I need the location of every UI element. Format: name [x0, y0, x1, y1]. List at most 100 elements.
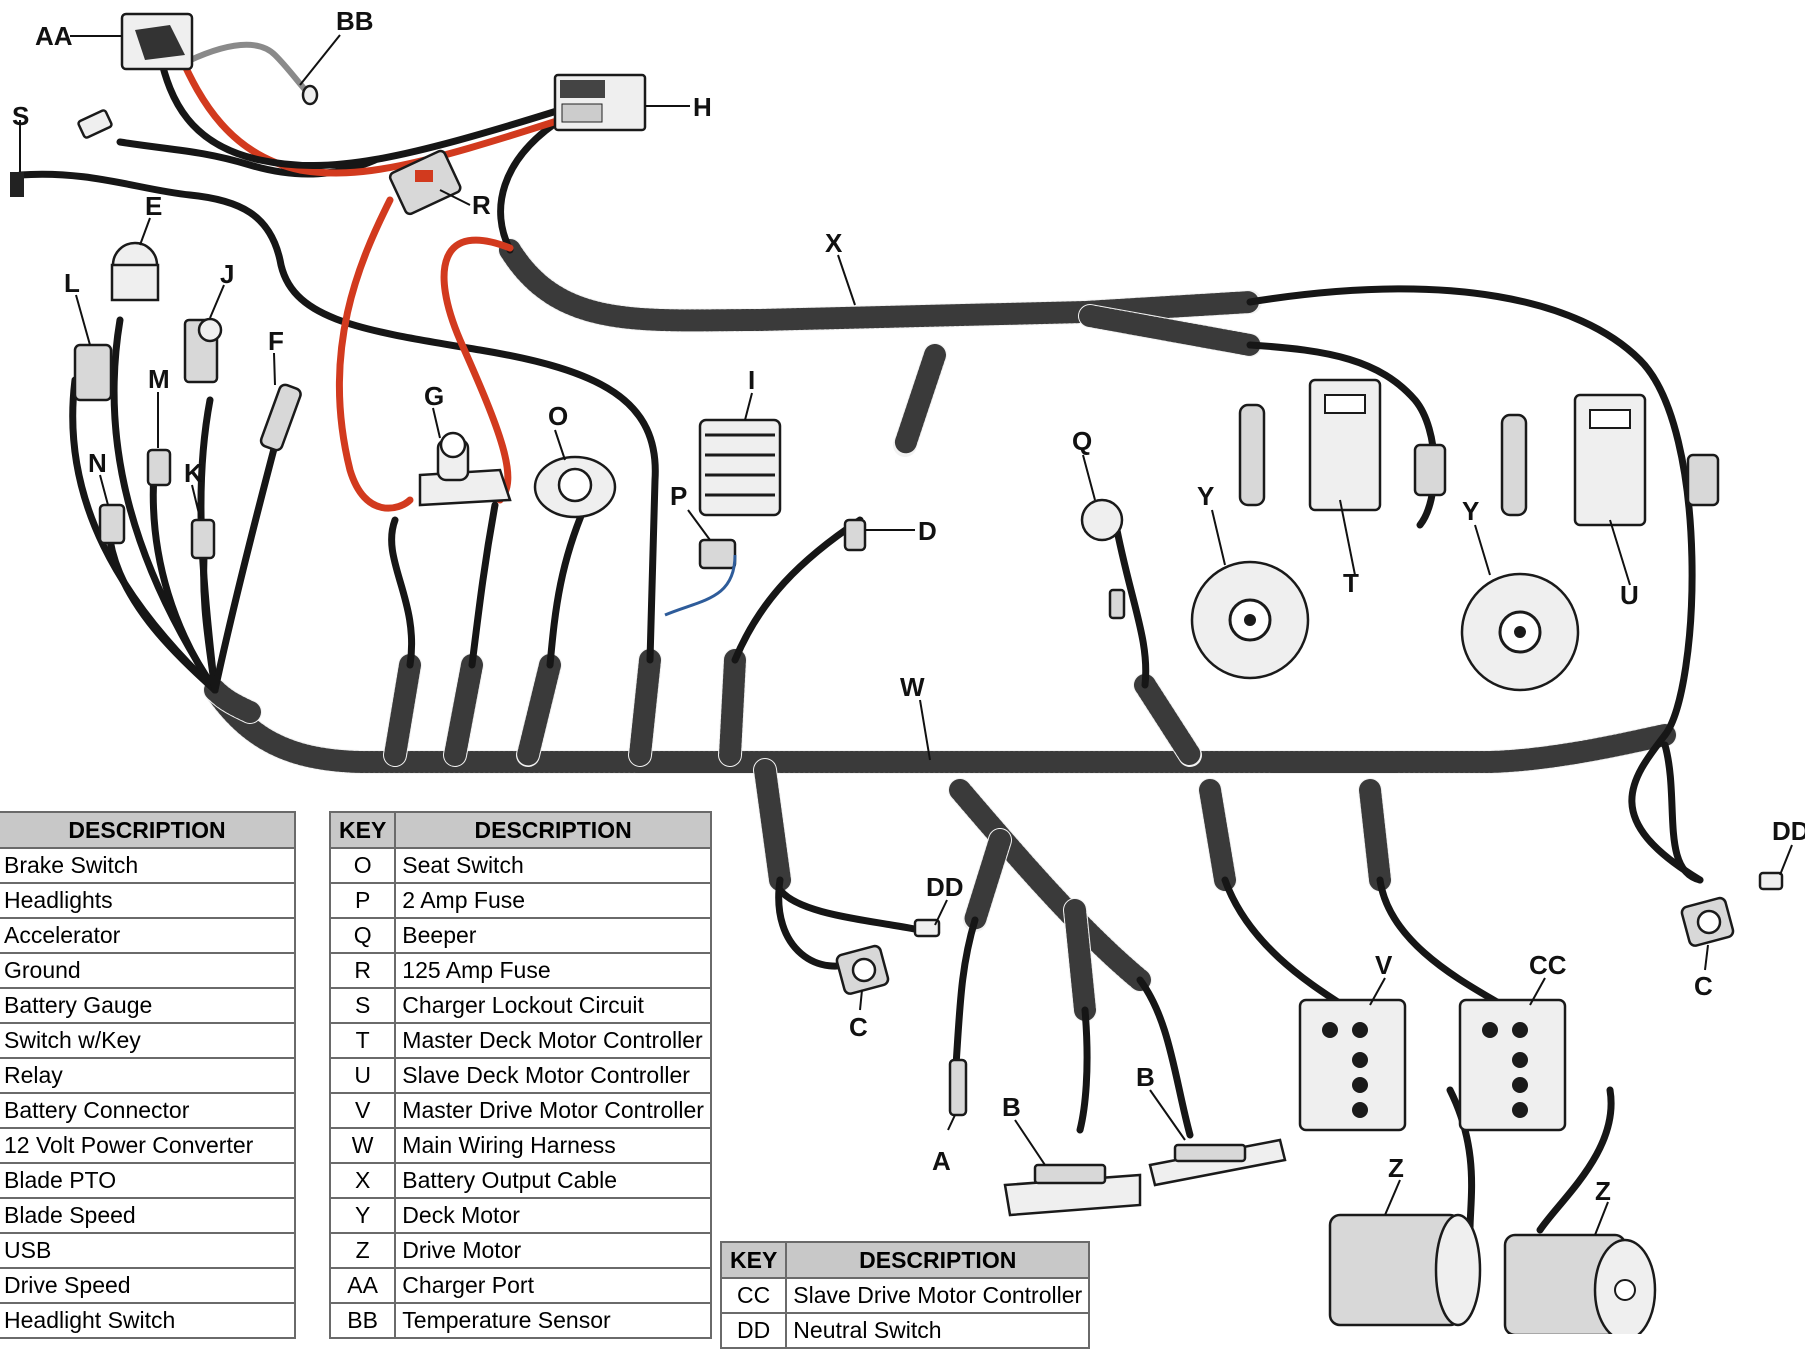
callout-label: K	[184, 458, 203, 488]
legend-key: W	[328, 1127, 397, 1164]
callout-label: E	[145, 191, 162, 221]
callout-label: C	[849, 1012, 868, 1042]
legend-key: Y	[328, 1197, 397, 1234]
callout-label: X	[825, 228, 843, 258]
callout-label: DD	[1772, 816, 1805, 846]
brake-switch	[73, 343, 113, 402]
callout-label: J	[220, 259, 234, 289]
legend-header-description: DESCRIPTION	[0, 811, 296, 849]
callout-label: Z	[1388, 1153, 1404, 1183]
125-amp-fuse	[388, 149, 462, 216]
legend-key: U	[328, 1057, 397, 1094]
switch-with-key	[183, 317, 223, 384]
legend-description: 2 Amp Fuse	[394, 882, 712, 919]
connectors-lower-left	[98, 448, 216, 560]
legend-header-key: KEY	[719, 1241, 788, 1279]
legend-description: Headlights	[0, 882, 296, 919]
legend-description: Ground	[0, 952, 296, 989]
brake-switch-c-left	[835, 944, 890, 995]
callout-label: P	[670, 481, 687, 511]
legend-table-left: DESCRIPTION Brake Switch Headlights Acce…	[0, 811, 296, 1339]
legend-description: Main Wiring Harness	[394, 1127, 712, 1164]
callout-label: N	[88, 448, 107, 478]
brake-switch-c-right	[1680, 896, 1735, 947]
legend-key: R	[328, 952, 397, 989]
callout-label: G	[424, 381, 444, 411]
legend-description: Brake Switch	[0, 847, 296, 884]
main-wiring-harness	[203, 648, 1677, 1022]
callout-label: B	[1002, 1092, 1021, 1122]
callout-label: F	[268, 326, 284, 356]
callout-label: Z	[1595, 1176, 1611, 1206]
legend-key: O	[328, 847, 397, 884]
callout-label: I	[748, 365, 755, 395]
charger-lockout-connector	[10, 109, 113, 197]
legend-header-description: DESCRIPTION	[785, 1241, 1091, 1279]
neutral-switch-right	[1758, 871, 1784, 891]
legend-description: Temperature Sensor	[394, 1302, 712, 1339]
callout-labels: AA BB S H R E L J F M N K G O I P D X Q …	[12, 6, 1805, 1206]
drive-motor-right	[1503, 1233, 1657, 1334]
legend-description: Relay	[0, 1057, 296, 1094]
battery-output-cable	[497, 116, 1696, 739]
master-drive-motor-controller	[1298, 998, 1407, 1132]
inline-connector-d	[843, 518, 867, 552]
legend-description: 12 Volt Power Converter	[0, 1127, 296, 1164]
legend-description: Battery Gauge	[0, 987, 296, 1024]
legend-key: T	[328, 1022, 397, 1059]
ground-a	[948, 1058, 968, 1117]
legend-description: Seat Switch	[394, 847, 712, 884]
legend-description: USB	[0, 1232, 296, 1269]
callout-label: H	[693, 92, 712, 122]
callout-label: A	[932, 1146, 951, 1176]
callout-label: L	[64, 268, 80, 298]
legend-description: 125 Amp Fuse	[394, 952, 712, 989]
charger-port	[120, 12, 194, 71]
charger-wiring	[16, 41, 1150, 689]
deck-motor-left	[1190, 403, 1310, 680]
legend-header-description: DESCRIPTION	[394, 811, 712, 849]
headlight-right	[1148, 1138, 1287, 1187]
legend-description: Accelerator	[0, 917, 296, 954]
callout-label: B	[1136, 1062, 1155, 1092]
legend-key: X	[328, 1162, 397, 1199]
relay	[418, 431, 512, 507]
callout-label: DD	[926, 872, 964, 902]
2-amp-fuse	[664, 538, 737, 617]
legend-description: Slave Deck Motor Controller	[394, 1057, 712, 1094]
legend-key: BB	[328, 1302, 397, 1339]
slave-deck-motor-controller	[1573, 393, 1720, 527]
legend-header-key: KEY	[328, 811, 397, 849]
callout-label: R	[472, 190, 491, 220]
battery-connector	[553, 73, 647, 132]
callout-label: S	[12, 101, 29, 131]
legend-key: S	[328, 987, 397, 1024]
temperature-sensor	[301, 84, 319, 106]
legend-description: Battery Connector	[0, 1092, 296, 1129]
leader-lines	[19, 34, 1793, 1236]
callout-label: C	[1694, 971, 1713, 1001]
callout-label: BB	[336, 6, 374, 36]
callout-label: M	[148, 364, 170, 394]
legend-description: Switch w/Key	[0, 1022, 296, 1059]
accelerator	[259, 383, 302, 452]
legend-description: Drive Speed	[0, 1267, 296, 1304]
drive-motor-left	[1328, 1213, 1482, 1327]
callout-label: U	[1620, 580, 1639, 610]
callout-label: Y	[1462, 496, 1479, 526]
callout-label: D	[918, 516, 937, 546]
legend-key: Z	[328, 1232, 397, 1269]
callout-label: O	[548, 401, 568, 431]
callout-label: Y	[1197, 481, 1214, 511]
legend-description: Slave Drive Motor Controller	[785, 1277, 1091, 1314]
legend-description: Blade Speed	[0, 1197, 296, 1234]
callout-label: W	[900, 672, 925, 702]
legend-description: Master Deck Motor Controller	[394, 1022, 712, 1059]
legend-description: Headlight Switch	[0, 1302, 296, 1339]
callout-label: CC	[1529, 950, 1567, 980]
legend-key: CC	[719, 1277, 788, 1314]
legend-description: Charger Port	[394, 1267, 712, 1304]
